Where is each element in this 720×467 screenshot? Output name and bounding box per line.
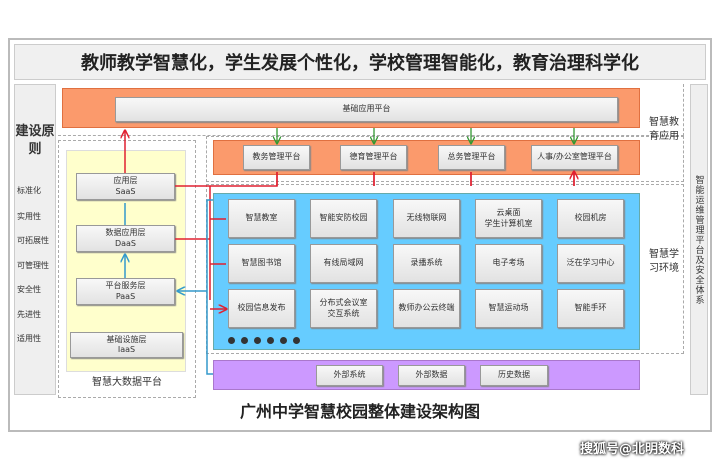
layer-name: 基础设施层 <box>106 334 147 344</box>
layer-abbr: PaaS <box>115 291 136 301</box>
learn-item-label: 录播系统 <box>410 258 443 268</box>
learn-item-label: 电子考场 <box>492 258 525 268</box>
learn-item[interactable]: 有线局域网 <box>310 244 377 283</box>
learn-item-label: 智慧图书馆 <box>241 258 282 268</box>
bigdata-label: 智慧大数据平台 <box>92 377 162 388</box>
mgmt-box[interactable]: 总务管理平台 <box>438 145 505 170</box>
learn-env-label: 智慧学习环境 <box>649 249 679 274</box>
learn-item-label: 无线物联网 <box>406 213 447 223</box>
mgmt-region <box>206 136 684 182</box>
learn-item-label: 校园机房 <box>574 213 607 223</box>
learn-item[interactable]: 智能手环 <box>557 289 624 328</box>
learn-item[interactable]: 智慧运动场 <box>475 289 542 328</box>
ops-security-column: 智能运维管理平台及安全体系 <box>690 84 708 395</box>
learn-item-label: 智能安防校园 <box>319 213 368 223</box>
principle: 适用性 <box>17 334 41 343</box>
learn-item[interactable]: 录播系统 <box>393 244 460 283</box>
external-label: 历史数据 <box>498 370 530 380</box>
bigdata-region <box>58 140 196 398</box>
learn-item-label: 泛在学习中心 <box>566 258 615 268</box>
principle: 可拓展性 <box>17 236 49 245</box>
external-box[interactable]: 历史数据 <box>480 365 548 386</box>
top-platform-box: 基础应用平台 <box>115 97 618 122</box>
learn-item[interactable]: 泛在学习中心 <box>557 244 624 283</box>
principles-title: 建设原则 <box>15 124 55 158</box>
top-platform-label: 基础应用平台 <box>342 104 391 114</box>
learn-item[interactable]: 智慧教室 <box>228 199 295 238</box>
principle: 实用性 <box>17 212 41 221</box>
learn-item-label: 教师办公云终端 <box>398 303 455 313</box>
layer-name: 应用层 <box>113 176 138 186</box>
learn-item-label: 智能手环 <box>574 303 607 313</box>
mgmt-label: 人事/办公室管理平台 <box>537 152 612 162</box>
learn-item[interactable]: 校园机房 <box>557 199 624 238</box>
more-dot <box>293 337 300 344</box>
layer-name: 数据应用层 <box>105 228 146 238</box>
more-dot <box>267 337 274 344</box>
layer-abbr: SaaS <box>115 186 136 196</box>
edu-app-label: 智慧教育应用 <box>649 117 679 142</box>
more-dot <box>254 337 261 344</box>
mgmt-label: 教务管理平台 <box>252 152 301 162</box>
more-dot <box>241 337 248 344</box>
vision-banner: 教师教学智慧化，学生发展个性化，学校管理智能化，教育治理科学化 <box>14 44 706 80</box>
more-dot <box>228 337 235 344</box>
learn-item[interactable]: 分布式会议室 交互系统 <box>310 289 377 328</box>
learn-item-label: 校园信息发布 <box>237 303 286 313</box>
more-dot <box>280 337 287 344</box>
mgmt-box[interactable]: 教务管理平台 <box>243 145 310 170</box>
watermark: 搜狐号@北明数科 <box>580 442 685 457</box>
learn-item-label: 分布式会议室 交互系统 <box>319 298 368 318</box>
external-label: 外部系统 <box>333 370 366 380</box>
external-label: 外部数据 <box>415 370 448 380</box>
principle: 可管理性 <box>17 261 49 270</box>
layer-abbr: IaaS <box>117 345 136 354</box>
principle: 先进性 <box>17 310 41 319</box>
learn-item-label: 有线局域网 <box>323 258 364 268</box>
learn-item-label: 智慧运动场 <box>488 303 529 313</box>
learn-item[interactable]: 校园信息发布 <box>228 289 295 328</box>
principle: 安全性 <box>17 285 41 294</box>
learn-item-label: 云桌面 学生计算机室 <box>484 208 533 228</box>
principle: 标准化 <box>17 186 41 195</box>
external-box[interactable]: 外部数据 <box>398 365 465 386</box>
learn-item[interactable]: 教师办公云终端 <box>393 289 460 328</box>
blue-bracket <box>206 199 213 375</box>
learn-item[interactable]: 智能安防校园 <box>310 199 377 238</box>
learn-item-label: 智慧教室 <box>245 213 278 223</box>
app-region <box>58 84 684 136</box>
external-box[interactable]: 外部系统 <box>316 365 383 386</box>
diagram-caption: 广州中学智慧校园整体建设架构图 <box>239 402 480 421</box>
principles-column: 建设原则 标准化 实用性 可拓展性 可管理性 安全性 先进性 适用性 <box>14 84 56 395</box>
layer-name: 平台服务层 <box>105 281 146 291</box>
learn-item[interactable]: 智慧图书馆 <box>228 244 295 283</box>
learn-item[interactable]: 无线物联网 <box>393 199 460 238</box>
mgmt-label: 德育管理平台 <box>349 152 398 162</box>
learn-item[interactable]: 电子考场 <box>475 244 542 283</box>
mgmt-label: 总务管理平台 <box>447 152 496 162</box>
layer-abbr: DaaS <box>114 238 137 248</box>
learn-item[interactable]: 云桌面 学生计算机室 <box>475 199 542 238</box>
mgmt-box[interactable]: 德育管理平台 <box>340 145 407 170</box>
